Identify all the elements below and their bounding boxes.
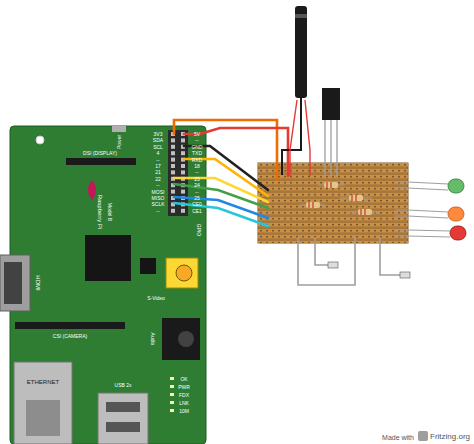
led-label: 10M [179, 409, 189, 414]
connector-label: ETHERNET [27, 379, 59, 385]
mount-hole [36, 136, 44, 144]
audio-jack [162, 318, 200, 360]
board-model: Model B [107, 203, 112, 221]
pin-name: -- [156, 208, 159, 213]
pin-name: -- [195, 138, 198, 143]
led-label: LNK [179, 401, 189, 406]
svideo-socket [176, 265, 192, 281]
sensor-legs [325, 120, 337, 176]
audio-socket [178, 331, 194, 347]
pin-name: 3V3 [154, 132, 163, 137]
pin-name: MOSI [152, 189, 165, 194]
chip [140, 258, 156, 274]
probe-leads [290, 100, 310, 176]
pin-name: -- [195, 170, 198, 175]
ethernet-socket [26, 400, 60, 436]
dsi-connector [66, 158, 136, 165]
led-leads [395, 182, 450, 237]
wire-ends [328, 262, 410, 278]
usb-port [98, 393, 148, 444]
led-label: OK [180, 377, 187, 382]
pin-name: SCL [153, 144, 163, 149]
pin-name: 4 [157, 151, 160, 156]
pin-name: RXD [192, 157, 203, 162]
connector-label: S-Video [147, 296, 165, 301]
pin-name: MISO [152, 196, 165, 201]
connector-label: CSI (CAMERA) [53, 334, 87, 339]
soc-chip [85, 235, 131, 281]
status-leds [170, 377, 174, 412]
hdmi-socket [4, 262, 22, 304]
connector-label: Audio [150, 333, 155, 346]
led-label: FDX [179, 393, 189, 398]
wires [174, 120, 402, 285]
led-label: PWR [178, 385, 190, 390]
pin-name: 22 [155, 176, 161, 181]
pin-name: -- [156, 183, 159, 188]
pin-name: 24 [194, 183, 200, 188]
copper-strips [258, 163, 408, 243]
temperature-probe [295, 6, 307, 98]
pi-logo [88, 180, 96, 200]
stripboard [258, 163, 408, 243]
pin-name: SDA [153, 138, 163, 143]
ethernet-port [14, 362, 72, 444]
pin-name: 5V [194, 132, 200, 137]
resistors [300, 182, 380, 215]
probe-ring [295, 14, 307, 18]
board-name: Raspberry Pi [97, 195, 103, 230]
pin-name: 25 [194, 196, 200, 201]
fritzing-logo [418, 431, 428, 441]
connector-label: DSI (DISPLAY) [83, 151, 117, 156]
connector-label: USB 2x [115, 383, 132, 388]
pin-name: -- [156, 157, 159, 162]
pi-board [10, 126, 206, 444]
watermark: Made with [382, 434, 414, 441]
pin-name: -- [195, 189, 198, 194]
leds [448, 179, 466, 240]
sensor-ds18b20 [322, 88, 340, 120]
connector-label: GPIO [196, 224, 201, 237]
pin-name: TXD [192, 151, 202, 156]
pin-name: SCLK [151, 202, 164, 207]
power-connector [112, 126, 126, 132]
svideo-jack [166, 258, 198, 288]
gpio-pins [171, 132, 185, 213]
pin-name: GND [191, 144, 202, 149]
connector-label: Power [117, 135, 122, 149]
pin-name: CE1 [192, 208, 202, 213]
pin-name: 23 [194, 176, 200, 181]
connector-label: HDMI [35, 275, 41, 290]
usb-socket [106, 422, 140, 432]
pin-name: 18 [194, 164, 200, 169]
pin-name: CE0 [192, 202, 202, 207]
hdmi-port [0, 255, 30, 311]
watermark: Fritzing.org [430, 433, 470, 441]
csi-connector [15, 322, 125, 329]
pin-name: 17 [155, 164, 161, 169]
usb-socket [106, 402, 140, 412]
pin-name: 21 [155, 170, 161, 175]
